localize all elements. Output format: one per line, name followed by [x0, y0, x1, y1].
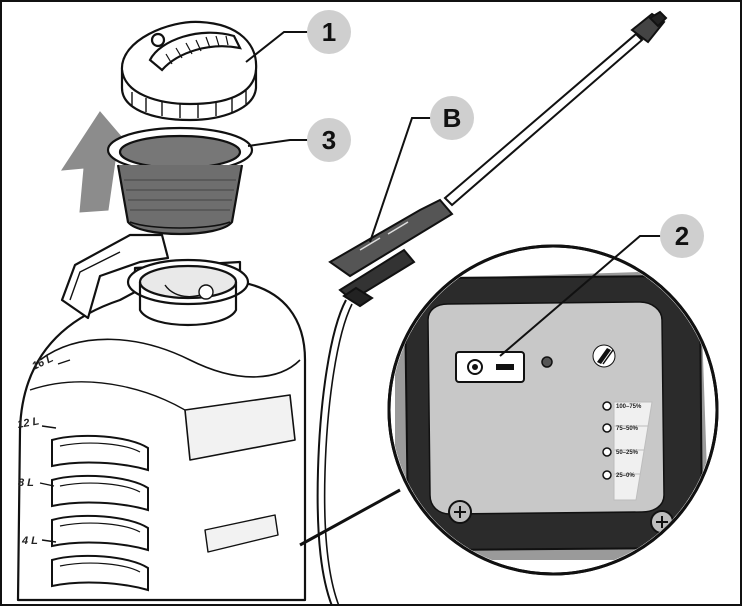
battery-level-indicators: 100–75% 75–50% 50–25% 25–0%	[602, 401, 642, 480]
power-switch[interactable]	[455, 351, 525, 383]
callout-3-label: 3	[322, 125, 336, 155]
callout-b-label: B	[443, 103, 462, 133]
callout-leaders	[245, 31, 664, 357]
spray-hose	[316, 299, 347, 606]
callout-1-label: 1	[322, 17, 336, 47]
level-led-4	[602, 470, 612, 480]
status-led	[541, 356, 553, 368]
level-label-4: 25–0%	[616, 473, 635, 479]
callout-1: 1	[307, 10, 351, 54]
screw-right	[650, 510, 674, 534]
tank-volume-scale: 16 L 12 L 8 L 4 L	[16, 352, 71, 547]
level-label-1: 100–75%	[616, 404, 642, 410]
tank-lid	[120, 20, 258, 122]
scale-label-12l: 12 L	[16, 415, 40, 431]
level-label-3: 50–25%	[616, 450, 639, 456]
scale-label-8l: 8 L	[18, 477, 34, 489]
callout-2-label: 2	[675, 221, 689, 251]
control-panel-zoom: 100–75% 75–50% 50–25% 25–0%	[299, 244, 719, 576]
callout-b: B	[430, 96, 474, 140]
tank-grip-slots	[51, 434, 149, 592]
level-led-1	[602, 401, 612, 411]
callout-3: 3	[307, 118, 351, 162]
filter-basket	[106, 126, 254, 236]
level-label-2: 75–50%	[616, 426, 639, 432]
screw-left	[448, 500, 472, 524]
spray-lance	[328, 10, 668, 308]
level-led-2	[602, 423, 612, 433]
brand-logo	[592, 344, 616, 368]
lift-up-arrow	[61, 111, 138, 213]
level-led-3	[602, 447, 612, 457]
scale-label-4l: 4 L	[21, 535, 38, 547]
callout-2: 2	[660, 214, 704, 258]
